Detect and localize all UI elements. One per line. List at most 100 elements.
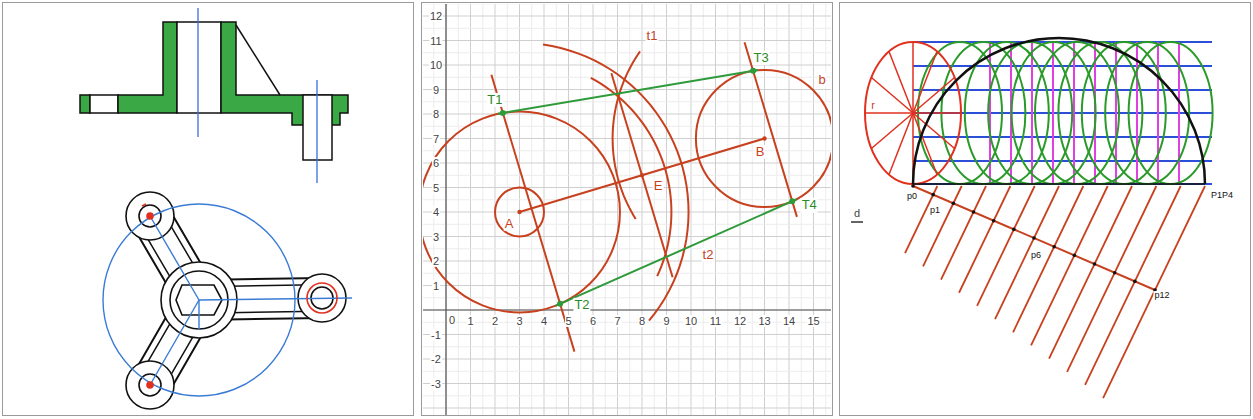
grid-line	[482, 4, 483, 415]
center-line	[197, 8, 198, 137]
pitch-circle	[198, 300, 199, 330]
grid-line	[423, 65, 831, 66]
division-point	[1012, 228, 1016, 232]
underline-mark	[851, 221, 863, 222]
point-label: p6	[1030, 251, 1042, 261]
construction-line	[613, 51, 640, 219]
grid-line	[423, 224, 831, 225]
grid-line	[423, 371, 831, 372]
division-point	[1032, 236, 1036, 240]
grid-line	[740, 4, 741, 415]
axis-number: 3	[432, 230, 440, 242]
grid-line	[423, 89, 831, 90]
flange-hub	[139, 205, 161, 227]
axis-number: 12	[429, 10, 443, 22]
cylinder-section	[1105, 42, 1189, 184]
axis-number: 11	[709, 315, 722, 327]
tangent-point	[789, 198, 795, 204]
section-line	[1136, 42, 1138, 184]
axis-number: 2	[491, 315, 499, 327]
tangent-point	[557, 301, 563, 307]
parallel-line	[1031, 186, 1108, 345]
construction-line	[423, 112, 620, 313]
cylinder-section	[1082, 42, 1166, 184]
generator-line	[913, 112, 1212, 114]
axis-number: 10	[684, 315, 698, 327]
flange-arm	[150, 216, 322, 385]
panel-frame	[3, 3, 414, 416]
construction-line	[520, 139, 765, 213]
hole-mark	[142, 204, 337, 388]
grid-line	[423, 40, 831, 41]
axis-number: 9	[432, 83, 440, 95]
grid-line	[458, 4, 459, 415]
parallel-line	[1085, 186, 1181, 385]
parallel-line	[995, 186, 1059, 319]
flange-arm	[152, 220, 318, 381]
projection-line	[865, 38, 1213, 398]
axis-number: 6	[432, 157, 440, 169]
axis-number: 4	[540, 315, 548, 327]
grid-line	[654, 4, 655, 415]
division-point	[1073, 254, 1077, 258]
grid-line	[423, 199, 831, 200]
grid-line	[423, 346, 831, 347]
division-spoke	[865, 112, 913, 114]
circle-label: b	[817, 73, 826, 87]
flange-arm	[150, 216, 322, 385]
section-view	[177, 22, 221, 113]
construction-line	[423, 42, 831, 351]
grid-line	[423, 163, 831, 164]
division-point	[911, 184, 915, 188]
hole-mark	[307, 283, 337, 313]
line-label: t1	[646, 29, 659, 43]
construction-line	[611, 73, 672, 277]
pitch-circle	[103, 204, 352, 396]
axis-number: 11	[429, 34, 442, 46]
axis-number: 14	[782, 315, 796, 327]
point-label: A	[504, 217, 515, 231]
section-line	[1073, 42, 1075, 184]
axis-number: 4	[432, 206, 440, 218]
division-line	[913, 186, 1155, 290]
cylinder-section	[1012, 42, 1096, 184]
hole-mark	[142, 204, 146, 206]
grid-line	[470, 4, 471, 415]
division-point	[1052, 245, 1056, 249]
axis-number: 0	[448, 314, 456, 326]
division-point	[1133, 280, 1137, 284]
point-label: P1P4	[1210, 191, 1234, 201]
scale-label: d	[853, 207, 861, 219]
parallel-line	[1103, 186, 1205, 398]
parallel-line	[977, 186, 1035, 306]
flange-hub	[126, 192, 174, 240]
division-spoke	[889, 52, 913, 113]
grid-line	[423, 4, 831, 5]
construction-line	[495, 188, 544, 237]
grid-line	[617, 4, 618, 415]
center-point	[517, 210, 521, 214]
grid-line	[519, 4, 520, 415]
generator-line	[913, 183, 1212, 185]
grid-line	[423, 175, 831, 176]
grid-line	[703, 4, 704, 415]
grid-line	[423, 334, 831, 335]
parallel-line	[941, 186, 986, 280]
flange-hub	[126, 361, 174, 409]
axis-number: 13	[757, 315, 771, 327]
line-label: t2	[702, 248, 715, 262]
pitch-circle	[103, 204, 295, 396]
division-point	[972, 210, 976, 214]
grid-line	[423, 138, 831, 139]
division-point	[992, 219, 996, 223]
axis-number: -1	[430, 328, 442, 340]
cylinder-section	[1058, 42, 1142, 184]
grid-line	[764, 4, 765, 415]
construction-line	[696, 70, 831, 207]
construction-line	[555, 199, 796, 306]
circle-label: r	[870, 99, 876, 111]
axis-number: 10	[429, 59, 443, 71]
helix-arc	[913, 38, 1205, 184]
grid-line	[423, 28, 831, 29]
